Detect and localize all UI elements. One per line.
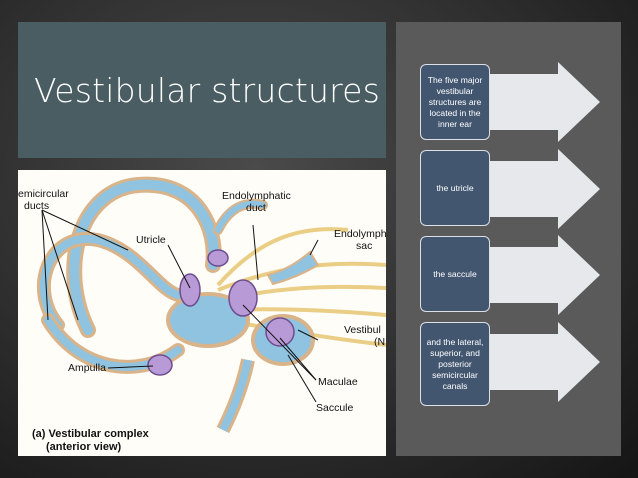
figure-caption-line1: (a) Vestibular complex [32, 428, 149, 440]
figure-caption: (a) Vestibular complex (anterior view) [32, 428, 149, 454]
process-arrow-3 [484, 235, 600, 315]
process-arrow-4 [484, 322, 600, 402]
label-semicircular-ducts-line2: ducts [24, 200, 50, 212]
label-vestibular-nerve-line2: (N [374, 336, 386, 348]
label-ampulla: Ampulla [68, 362, 106, 374]
label-saccule: Saccule [316, 402, 354, 414]
label-utricle: Utricle [136, 234, 166, 246]
leader-lines [41, 209, 319, 403]
process-step-3-text: the saccule [433, 268, 477, 279]
slide-title: Vestibular structures [34, 70, 381, 110]
process-arrow-1 [484, 62, 600, 142]
process-step-2-text: the utricle [436, 182, 474, 193]
title-box: Vestibular structures [18, 22, 386, 158]
label-endolymphatic-sac-line2: sac [356, 240, 373, 252]
process-step-4-text: and the lateral, superior, and posterior… [426, 336, 484, 391]
label-semicircular-ducts: emicircular [18, 188, 69, 200]
process-panel: The five major vestibular structures are… [396, 22, 621, 456]
label-endolymphatic-duct-line2: duct [246, 202, 266, 214]
process-step-3: the saccule [420, 236, 490, 312]
process-step-4: and the lateral, superior, and posterior… [420, 322, 490, 406]
process-step-1: The five major vestibular structures are… [420, 64, 490, 140]
vestibular-complex-figure: emicircular ducts Endolymphatic duct Utr… [18, 170, 386, 456]
label-maculae: Maculae [318, 376, 358, 388]
utricle-saccule-bodies [147, 249, 320, 434]
figure-caption-line2: (anterior view) [46, 441, 122, 453]
process-step-1-text: The five major vestibular structures are… [427, 74, 483, 129]
label-vestibular-nerve: Vestibul [344, 324, 381, 336]
vestibular-illustration [36, 176, 386, 434]
label-endolymphatic-duct: Endolymphatic [222, 190, 291, 202]
process-arrow-2 [484, 149, 600, 229]
process-step-2: the utricle [420, 150, 490, 226]
label-endolymphatic-sac: Endolymph [334, 228, 386, 240]
